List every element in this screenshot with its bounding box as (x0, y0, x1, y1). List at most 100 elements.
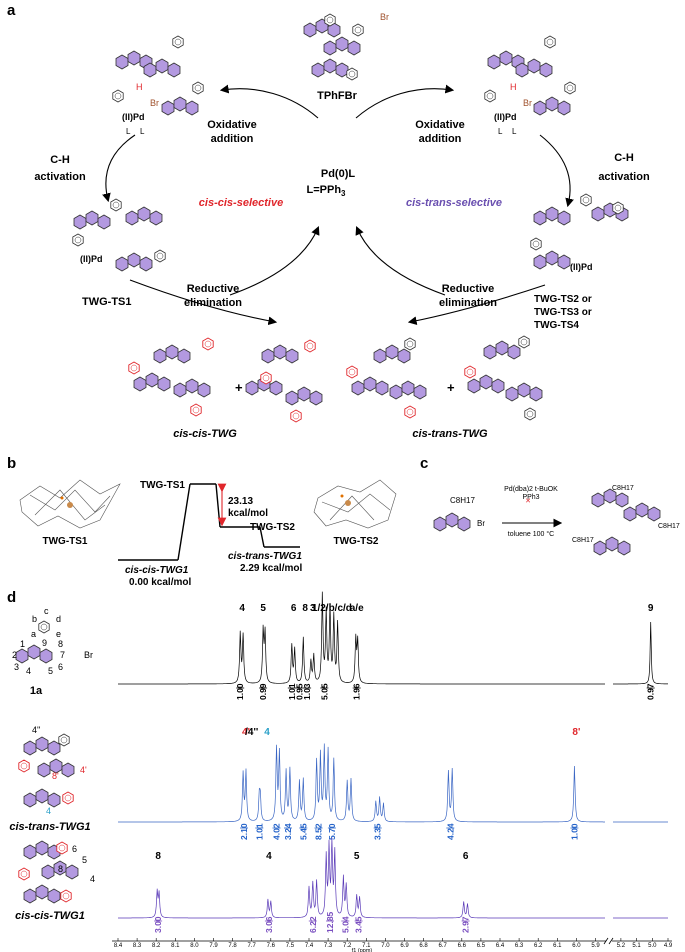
product-cis-cis-2 (245, 339, 323, 423)
integral-value: 1.01 (287, 683, 297, 700)
energy-ts-unit: kcal/mol (228, 508, 268, 519)
energy-cis-cis-name: cis-cis-TWG1 (125, 565, 189, 576)
tphfbr-br: Br (380, 12, 389, 22)
struct-right-label: TWG-TS2 (334, 536, 379, 547)
ch-activation-right-2: activation (598, 171, 650, 183)
pd-right-h: H (510, 82, 517, 92)
svg-text:5: 5 (82, 855, 87, 865)
x-tick-label: 7.9 (209, 943, 218, 949)
integral-value: 3.35 (373, 823, 383, 840)
peak-label: 4 (266, 851, 272, 862)
c-cross-mark: ✕ (525, 498, 531, 505)
x-tick-label: 5.0 (648, 943, 657, 949)
compound-cis-trans-label: cis-trans-TWG1 (9, 821, 90, 833)
pd-left-br: Br (150, 98, 159, 108)
integral-value: 5.05 (319, 683, 329, 700)
integral-value: 5.04 (340, 916, 350, 933)
pd-left-l1: L (126, 127, 131, 136)
svg-text:c: c (44, 606, 49, 616)
energy-ts2-label: TWG-TS2 (250, 522, 295, 533)
x-tick-label: 7.1 (362, 943, 371, 949)
arc-oxidative-left (219, 84, 319, 119)
ts234-pd: (II)Pd (570, 262, 593, 272)
c-cond-line1: Pd(dba)2 t-BuOK (504, 486, 558, 493)
x-tick-label: 7.0 (381, 943, 390, 949)
peak-label: 5 (260, 603, 266, 614)
x-tick-label: 6.9 (400, 943, 409, 949)
compound-cis-cis-label: cis-cis-TWG1 (15, 910, 85, 922)
pd-right-l2: L (512, 127, 517, 136)
arc-reductive-right (407, 284, 546, 326)
energy-ts1-label: TWG-TS1 (140, 480, 185, 491)
energy-ts-value: 23.13 (228, 496, 253, 507)
svg-text:4'': 4'' (32, 725, 41, 735)
integral-value: 1.96 (352, 683, 362, 700)
ligand-label: L=PPh3 (307, 184, 347, 198)
c-reactant-br: Br (477, 519, 485, 528)
molecule-1a-atom-labels: b c d a e 9 1 2 3 4 5 6 7 8 Br (12, 606, 93, 676)
svg-text:6: 6 (72, 844, 77, 854)
pd-right-label: (II)Pd (494, 112, 517, 122)
ts234-molecule (530, 193, 629, 270)
cis-trans-selective-label: cis-trans-selective (406, 197, 502, 209)
peak-label: 8 (155, 851, 161, 862)
svg-text:Br: Br (84, 650, 93, 660)
x-tick-label: 7.2 (343, 943, 352, 949)
x-tick-label: 5.2 (617, 943, 626, 949)
pd-left-h: H (136, 82, 143, 92)
integral-value: 2.97 (461, 916, 471, 933)
c-reactant-c8h17: C8H17 (450, 496, 475, 505)
peak-label: 4 (264, 727, 270, 738)
svg-text:e: e (56, 629, 61, 639)
svg-text:2: 2 (12, 650, 17, 660)
x-tick-label: 6.0 (572, 943, 581, 949)
molecule-cis-cis (18, 840, 79, 904)
svg-text:5: 5 (48, 666, 53, 676)
x-tick-label: 5.9 (591, 943, 600, 949)
integral-value: 3.06 (264, 916, 274, 933)
panel-d-label: d (7, 589, 16, 606)
x-tick-label: 7.8 (228, 943, 237, 949)
integral-value: 6.22 (308, 916, 318, 933)
integral-value: 0.97 (646, 683, 656, 700)
peak-label: 6 (463, 851, 469, 862)
product-cis-cis-label: cis-cis-TWG (173, 428, 237, 440)
integral-value: 1.00 (235, 683, 245, 700)
spectrum-trace-2 (118, 837, 668, 919)
peak-label: 4 (239, 603, 245, 614)
svg-text:4': 4' (80, 765, 87, 775)
panel-a-label: a (7, 2, 16, 19)
integral-value: 0.95 (294, 683, 304, 700)
x-tick-label: 6.7 (439, 943, 448, 949)
x-tick-label: 8.4 (114, 943, 123, 949)
svg-text:4: 4 (90, 874, 95, 884)
svg-text:9: 9 (42, 638, 47, 648)
svg-text:8: 8 (58, 864, 63, 874)
integral-value: 8.52 (314, 823, 324, 840)
pd-right-br: Br (523, 98, 532, 108)
peak-label: 5 (354, 851, 360, 862)
pd-left-l2: L (140, 127, 145, 136)
x-tick-label: 4.9 (664, 943, 673, 949)
panel-c-product (591, 488, 661, 556)
integral-value: 4.24 (445, 823, 455, 840)
svg-text:8': 8' (52, 771, 59, 781)
oxidative-addition-left-2: addition (211, 133, 254, 145)
spectrum-trace-0 (118, 591, 668, 685)
x-axis-title: f1 (ppm) (352, 948, 373, 952)
svg-text:d: d (56, 614, 61, 624)
x-tick-label: 6.6 (458, 943, 467, 949)
ts1-pd: (II)Pd (80, 254, 103, 264)
svg-text:b: b (32, 614, 37, 624)
compound-1a-label: 1a (30, 685, 43, 697)
ts1-3d-structure (19, 479, 121, 529)
peak-label: a/e (350, 603, 364, 614)
arc-ch-right (539, 134, 574, 208)
molecule-cis-trans-atom-labels: 4'' 8' 4' 4 (32, 725, 87, 816)
x-tick-label: 7.7 (248, 943, 257, 949)
reductive-right-2: elimination (439, 297, 497, 309)
x-tick-label: 7.6 (267, 943, 276, 949)
tphfbr-label: TPhFBr (317, 90, 357, 102)
x-tick-label: 7.3 (324, 943, 333, 949)
